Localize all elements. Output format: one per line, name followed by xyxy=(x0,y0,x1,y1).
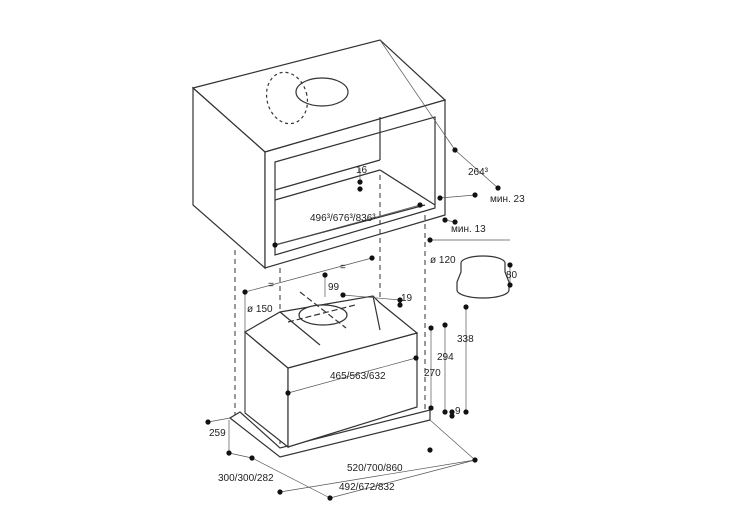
dimension-labels: 16 264³ мин. 23 496³/676³/836³ мин. 13 ø… xyxy=(209,165,525,493)
dimension-point xyxy=(449,413,455,419)
dimension-point xyxy=(452,219,458,225)
dimension-point xyxy=(249,455,255,461)
dimension-point xyxy=(242,289,248,295)
width-inner-label: 492/672/832 xyxy=(339,482,395,493)
dimension-point xyxy=(442,217,448,223)
equal-label-2: = xyxy=(268,280,274,291)
top-offset-label: 19 xyxy=(401,293,413,304)
min-23-label: мин. 23 xyxy=(490,194,525,205)
dimension-point xyxy=(357,179,363,185)
height-270-label: 270 xyxy=(424,368,441,379)
adapter-diameter-label: ø 120 xyxy=(430,255,456,266)
dimension-point xyxy=(437,195,443,201)
body-width-label: 465/563/632 xyxy=(330,371,386,382)
flange-label: 9 xyxy=(455,406,461,417)
dimension-point xyxy=(463,409,469,415)
dimension-point xyxy=(272,242,278,248)
dimension-point xyxy=(369,255,375,261)
cabinet-width-label: 496³/676³/836³ xyxy=(310,213,376,224)
dimension-point xyxy=(442,322,448,328)
dimension-point xyxy=(463,304,469,310)
wall-cabinet xyxy=(191,39,447,270)
dimension-point xyxy=(357,186,363,192)
dimension-point xyxy=(442,409,448,415)
dimension-points xyxy=(205,147,513,501)
min-13-label: мин. 13 xyxy=(451,224,486,235)
dimension-point xyxy=(427,447,433,453)
outlet-diameter-label: ø 150 xyxy=(247,304,273,315)
dimension-point xyxy=(427,237,433,243)
dimension-point xyxy=(226,450,232,456)
dimension-point xyxy=(285,390,291,396)
cabinet-depth-label: 264³ xyxy=(468,167,489,178)
dimension-point xyxy=(327,495,333,501)
equal-label-1: = xyxy=(340,262,346,273)
duct-adapter xyxy=(456,255,510,299)
depth-total-label: 300/300/282 xyxy=(218,473,274,484)
dimension-point xyxy=(472,457,478,463)
dimension-point xyxy=(397,302,403,308)
depth-259-label: 259 xyxy=(209,428,226,439)
height-338-label: 338 xyxy=(457,334,474,345)
dimension-point xyxy=(205,419,211,425)
outlet-offset-label: 99 xyxy=(328,282,340,293)
offset-16-label: 16 xyxy=(356,165,368,176)
dimension-point xyxy=(472,192,478,198)
width-outer-label: 520/700/860 xyxy=(347,463,403,474)
dimension-point xyxy=(507,282,513,288)
dimension-point xyxy=(417,202,423,208)
adapter-height-label: 80 xyxy=(506,270,518,281)
dimension-point xyxy=(397,297,403,303)
dimension-point xyxy=(340,292,346,298)
height-294-label: 294 xyxy=(437,352,454,363)
dimension-point xyxy=(322,272,328,278)
dimension-point xyxy=(428,325,434,331)
dimension-point xyxy=(277,489,283,495)
dimension-point xyxy=(449,409,455,415)
dimension-point xyxy=(428,405,434,411)
dimension-lines xyxy=(207,39,511,499)
dimension-point xyxy=(413,355,419,361)
dimension-point xyxy=(495,185,501,191)
range-hood xyxy=(228,291,431,458)
dimension-point xyxy=(452,147,458,153)
dimension-point xyxy=(507,262,513,268)
